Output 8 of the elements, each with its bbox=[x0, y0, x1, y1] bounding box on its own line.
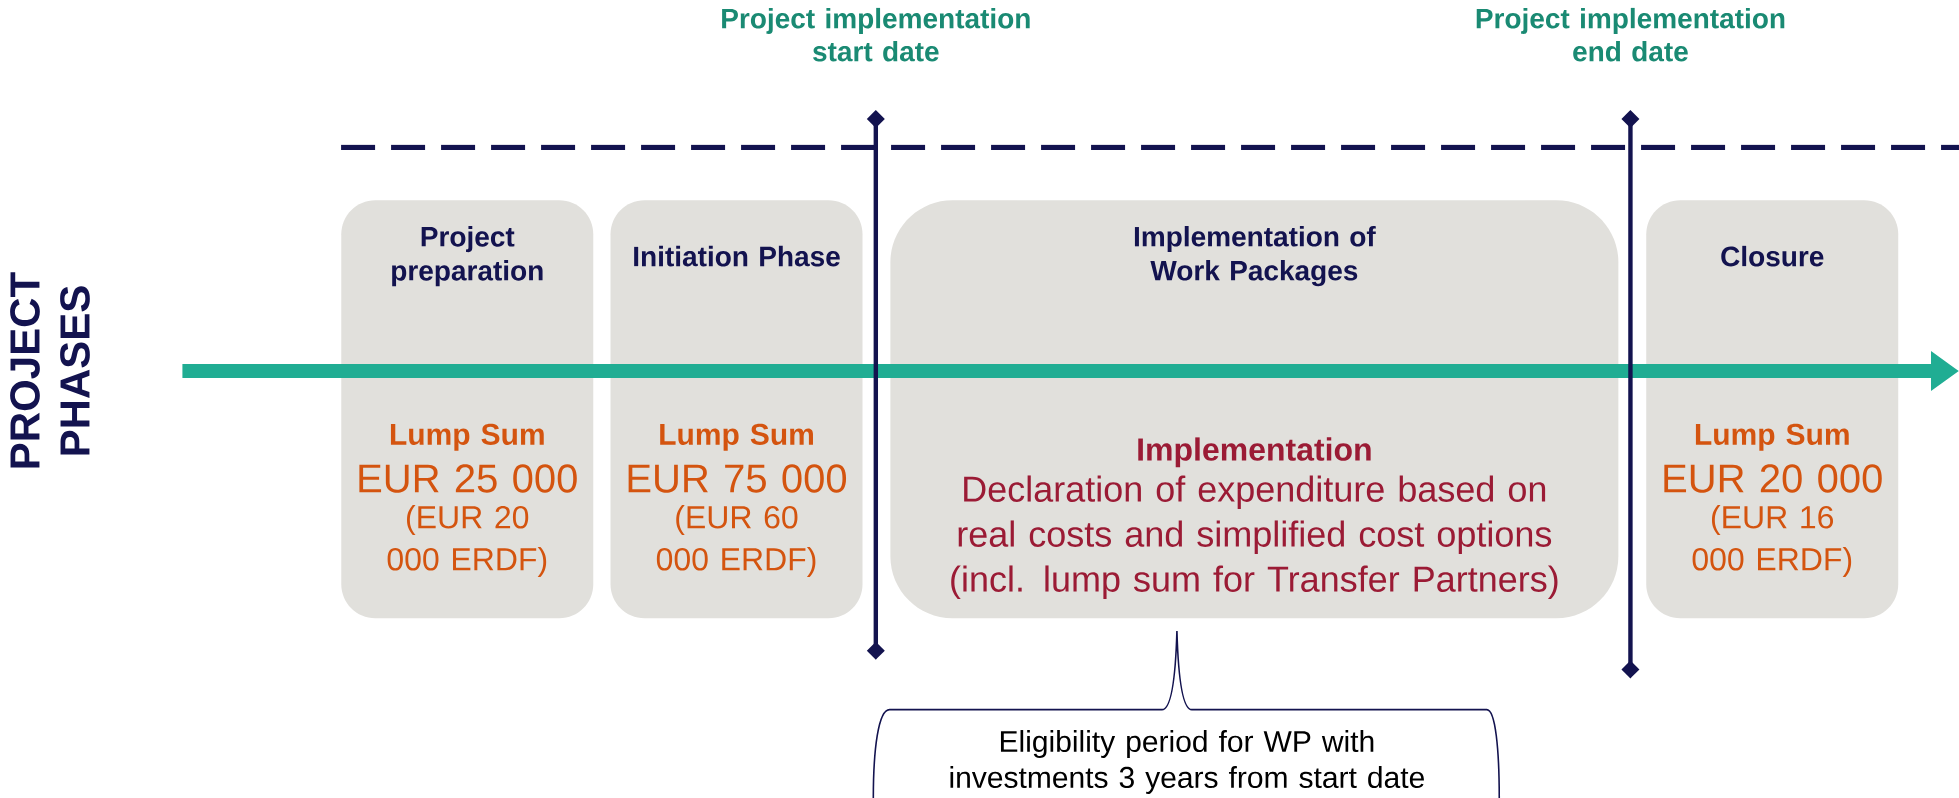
phase-box: Project preparation Lump Sum EUR 25 000 (EUR 20 000 ERDF) bbox=[341, 200, 594, 618]
milestone-label: Project implementation end date bbox=[1476, 7, 1785, 62]
phase-box: Initiation Phase Lump Sum EUR 75 000 (EUR 60 000 ERDF) bbox=[610, 200, 863, 618]
phase-box: Closure Lump Sum EUR 20 000 (EUR 16 000 ERDF) bbox=[1646, 200, 1899, 618]
period-note: Eligibility period for WP with investments 3 years from start date bbox=[950, 729, 1424, 794]
axis-title: PROJECT PHASES bbox=[10, 272, 90, 468]
milestone-label: Project implementation start date bbox=[722, 7, 1030, 62]
phase-box: Implementation of Work Packages Implementation Declaration of expenditure based on real costs and simplified cost options (incl. lump sum for Transfer Partners) bbox=[890, 200, 1619, 618]
